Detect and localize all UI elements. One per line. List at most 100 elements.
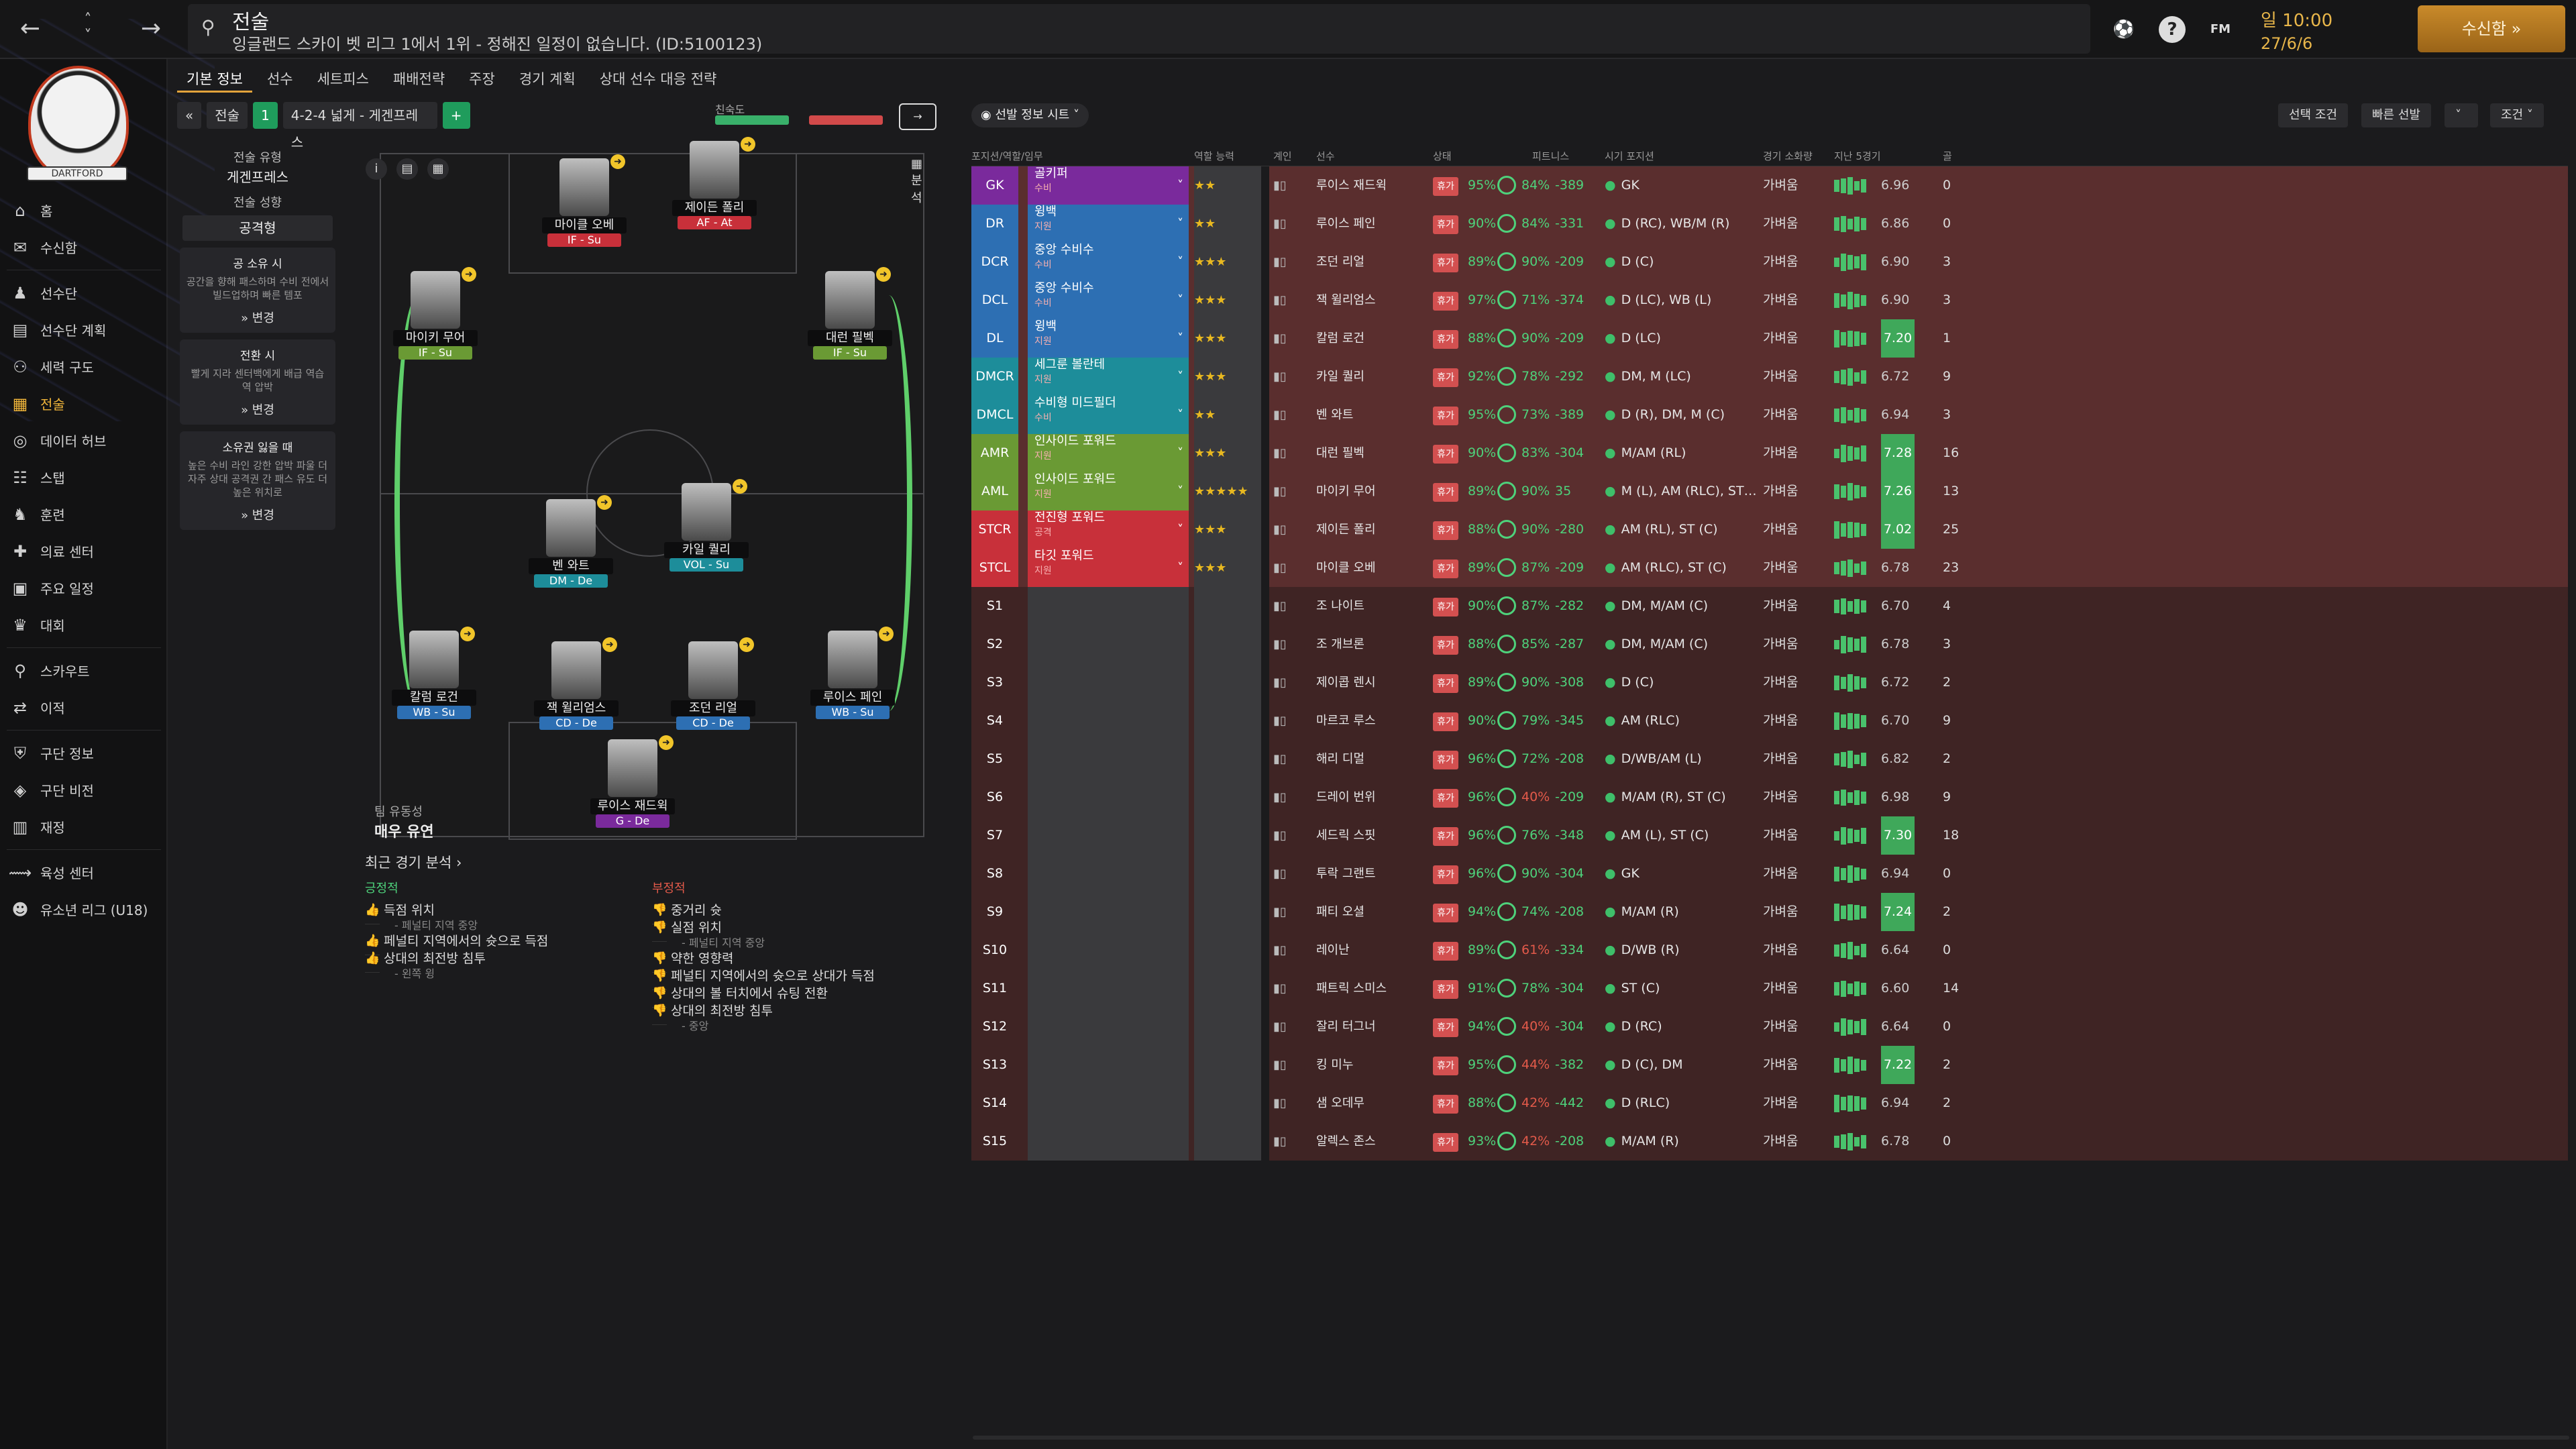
tab-2[interactable]: 세트피스 bbox=[317, 71, 369, 87]
role-cell[interactable] bbox=[1028, 778, 1189, 816]
role-cell[interactable] bbox=[1028, 1046, 1189, 1084]
tab-5[interactable]: 경기 계획 bbox=[519, 71, 576, 87]
forward-arrow-icon[interactable]: → bbox=[134, 12, 168, 46]
tab-3[interactable]: 패배전략 bbox=[392, 71, 445, 87]
conditions-button[interactable]: 조건 ˅ bbox=[2490, 103, 2544, 127]
player-name-cell[interactable]: 세드릭 스핏 bbox=[1316, 828, 1376, 843]
ball-icon[interactable]: ⚽ bbox=[2112, 19, 2135, 40]
player-name-cell[interactable]: 드레이 번위 bbox=[1316, 790, 1376, 804]
role-cell[interactable] bbox=[1028, 1084, 1189, 1122]
column-header[interactable]: 계인 bbox=[1273, 150, 1292, 162]
search-bar[interactable]: ⚲ 전술 잉글랜드 스카이 벳 리그 1에서 1위 - 정해진 일정이 없습니다… bbox=[188, 4, 2090, 54]
player-name-cell[interactable]: 해리 디멀 bbox=[1316, 752, 1364, 766]
formation-select[interactable]: 4-2-4 넓게 - 게겐프레스 bbox=[282, 102, 437, 150]
view-select[interactable]: ◉ 선발 정보 시트 ˅ bbox=[971, 103, 1089, 127]
tactic-number[interactable]: 1 bbox=[253, 102, 278, 129]
sidebar-item-14[interactable]: ⛨구단 정보 bbox=[0, 735, 168, 771]
tab-1[interactable]: 선수 bbox=[266, 71, 293, 87]
player-role-badge[interactable]: G - De bbox=[596, 814, 669, 828]
player-role-badge[interactable]: WB - Su bbox=[816, 706, 890, 719]
column-header[interactable]: 시기 포지션 bbox=[1605, 150, 1654, 162]
player-name-cell[interactable]: 카일 퀄리 bbox=[1316, 370, 1364, 384]
stats-icon[interactable]: ▤ bbox=[396, 158, 418, 180]
role-cell[interactable] bbox=[1028, 1122, 1189, 1161]
sidebar-item-16[interactable]: ▥재정 bbox=[0, 808, 168, 845]
player-name-cell[interactable]: 샘 오데무 bbox=[1316, 1096, 1364, 1110]
player-role-badge[interactable]: IF - Su bbox=[547, 233, 621, 247]
analysis-title[interactable]: 최근 경기 분석 › bbox=[365, 855, 462, 871]
help-icon[interactable]: ? bbox=[2159, 16, 2186, 43]
grid-icon[interactable]: ▦ bbox=[427, 158, 449, 180]
sidebar-item-13[interactable]: ⇄이적 bbox=[0, 689, 168, 726]
sidebar-item-6[interactable]: ◎데이터 허브 bbox=[0, 422, 168, 459]
tab-0[interactable]: 기본 정보 bbox=[177, 66, 252, 93]
player-name-cell[interactable]: 킹 미누 bbox=[1316, 1058, 1354, 1072]
role-cell[interactable] bbox=[1028, 969, 1189, 1008]
sidebar-item-10[interactable]: ▣주요 일정 bbox=[0, 570, 168, 606]
player-role-badge[interactable]: WB - Su bbox=[397, 706, 471, 719]
player-role-badge[interactable]: CD - De bbox=[676, 716, 750, 730]
column-header[interactable]: 역할 능력 bbox=[1194, 150, 1234, 162]
player-role-badge[interactable]: VOL - Su bbox=[669, 558, 743, 572]
sidebar-item-3[interactable]: ▤선수단 계획 bbox=[0, 311, 168, 348]
sidebar-item-11[interactable]: ♛대회 bbox=[0, 606, 168, 643]
fm-logo-icon[interactable]: FM bbox=[2210, 22, 2231, 36]
quick-pick-dropdown[interactable]: ˅ bbox=[2445, 103, 2478, 127]
mentality-select[interactable]: 공격형 bbox=[182, 215, 333, 241]
card-change-button[interactable]: » 변경 bbox=[241, 403, 274, 417]
player-name-cell[interactable]: 패트릭 스미스 bbox=[1316, 981, 1387, 996]
toggle-icon[interactable]: → bbox=[899, 103, 936, 130]
role-cell[interactable] bbox=[1028, 1008, 1189, 1046]
player-name-cell[interactable]: 레이난 bbox=[1316, 943, 1350, 957]
player-role-badge[interactable]: AF - At bbox=[678, 216, 751, 229]
column-header[interactable]: 지난 5경기 bbox=[1834, 150, 1881, 162]
history-up-down-icon[interactable]: ˄˅ bbox=[71, 12, 105, 46]
sidebar-item-15[interactable]: ◈구단 비전 bbox=[0, 771, 168, 808]
info-icon[interactable]: i bbox=[366, 158, 387, 180]
player-name-cell[interactable]: 루이스 페인 bbox=[1316, 217, 1376, 231]
column-header[interactable]: 골 bbox=[1943, 150, 1952, 162]
column-header[interactable]: 피트니스 bbox=[1532, 150, 1570, 162]
player-name-cell[interactable]: 조 나이트 bbox=[1316, 599, 1364, 613]
tactic-slot-label[interactable]: 전술 bbox=[207, 102, 248, 129]
sidebar-item-2[interactable]: ♟선수단 bbox=[0, 274, 168, 311]
sidebar-item-17[interactable]: ⟿육성 센터 bbox=[0, 854, 168, 891]
column-header[interactable]: 선수 bbox=[1316, 150, 1335, 162]
sidebar-item-0[interactable]: ⌂홈 bbox=[0, 192, 168, 229]
sidebar-item-9[interactable]: ✚의료 센터 bbox=[0, 533, 168, 570]
player-name-cell[interactable]: 마르코 루스 bbox=[1316, 714, 1376, 728]
sidebar-item-1[interactable]: ✉수신함 bbox=[0, 229, 168, 266]
role-cell[interactable] bbox=[1028, 663, 1189, 702]
collapse-button[interactable]: « bbox=[177, 102, 202, 129]
column-header[interactable]: 상태 bbox=[1433, 150, 1452, 162]
sidebar-item-18[interactable]: ☻유소년 리그 (U18) bbox=[0, 891, 168, 928]
role-cell[interactable] bbox=[1028, 931, 1189, 969]
tab-6[interactable]: 상대 선수 대응 전략 bbox=[599, 71, 717, 87]
player-role-badge[interactable]: IF - Su bbox=[813, 346, 887, 360]
